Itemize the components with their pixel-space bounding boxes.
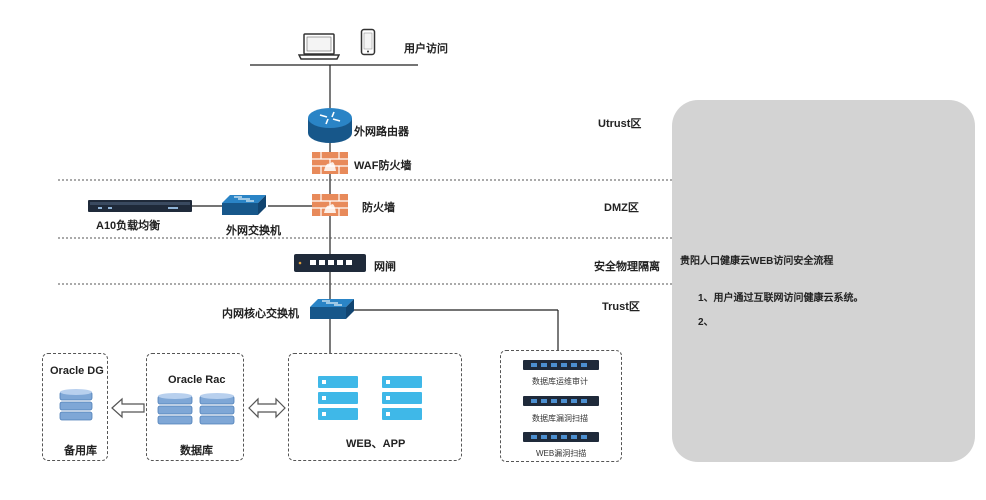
db-audit-icon [523, 360, 599, 370]
database-icon [157, 393, 235, 425]
gateway-label: 网闸 [374, 261, 396, 273]
core-switch-icon [310, 299, 354, 319]
firewall-label: 防火墙 [362, 202, 395, 214]
web-app-box [288, 353, 462, 461]
notes-item-2: 2、 [698, 317, 714, 328]
backup-db-label: 备用库 [64, 445, 97, 457]
outer-router-label: 外网路由器 [354, 126, 409, 138]
notes-panel: 贵阳人口健康云WEB访问安全流程 1、用户通过互联网访问健康云系统。 2、 [672, 100, 975, 462]
outer-switch-icon [222, 195, 266, 215]
zone-trust-label: Trust区 [602, 301, 640, 313]
oracle-dg-label: Oracle DG [50, 365, 104, 377]
zone-dmz-label: DMZ区 [604, 202, 639, 214]
a10-lb-label: A10负载均衡 [96, 220, 161, 232]
arrow-left-icon [111, 397, 145, 419]
backup-db-icon [59, 389, 93, 421]
zone-isolation-label: 安全物理隔离 [594, 261, 660, 273]
core-switch-label: 内网核心交换机 [222, 308, 299, 320]
db-scan-icon [523, 396, 599, 406]
oracle-dg-box [42, 353, 108, 461]
security-tools-box [500, 350, 622, 462]
notes-item-1: 1、用户通过互联网访问健康云系统。 [698, 293, 864, 304]
a10-load-balancer-icon [88, 200, 192, 212]
db-scan-label: 数据库漏洞扫描 [532, 414, 588, 423]
user-access-label: 用户访问 [404, 43, 448, 55]
web-scan-icon [523, 432, 599, 442]
waf-firewall-icon [312, 152, 348, 174]
zone-untrust-label: Utrust区 [598, 118, 642, 130]
firewall-icon [312, 194, 348, 216]
laptop-icon [298, 33, 340, 60]
arrow-both-icon [248, 397, 286, 419]
db-audit-label: 数据库运维审计 [532, 377, 588, 386]
web-app-label: WEB、APP [346, 438, 406, 450]
phone-icon [360, 28, 376, 56]
oracle-rac-label: Oracle Rac [168, 374, 226, 386]
gateway-icon [294, 254, 366, 272]
waf-firewall-label: WAF防火墙 [354, 160, 412, 172]
notes-title: 贵阳人口健康云WEB访问安全流程 [680, 256, 834, 267]
database-label: 数据库 [180, 445, 213, 457]
web-scan-label: WEB漏洞扫描 [536, 449, 587, 458]
oracle-rac-box [146, 353, 244, 461]
web-servers-icon [318, 376, 422, 420]
router-icon [308, 108, 352, 143]
outer-switch-label: 外网交换机 [226, 225, 281, 237]
